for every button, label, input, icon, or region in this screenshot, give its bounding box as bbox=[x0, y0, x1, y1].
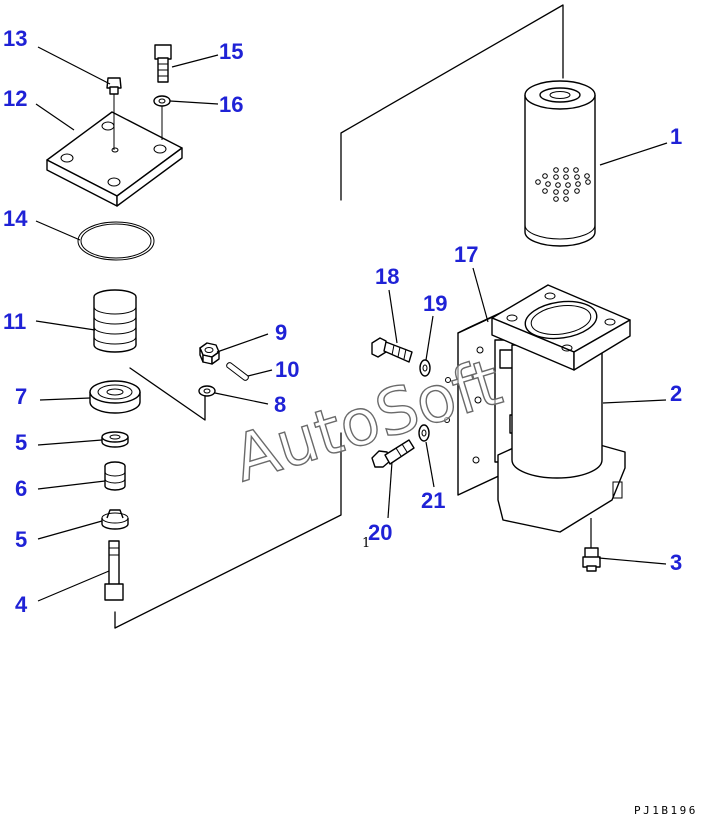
label-part-13: 13 bbox=[3, 26, 27, 51]
washer-8 bbox=[198, 385, 216, 397]
valve bbox=[89, 380, 141, 414]
bracket-bolt-upper bbox=[371, 337, 413, 363]
filter-element bbox=[524, 80, 596, 247]
bracket-washer-lower bbox=[418, 424, 430, 442]
drain-plug bbox=[582, 547, 601, 572]
label-part-6: 6 bbox=[15, 476, 27, 501]
cover-bolt bbox=[154, 44, 172, 83]
leader-lines bbox=[35, 46, 668, 602]
small-spring bbox=[104, 461, 126, 491]
cover-washer bbox=[153, 95, 171, 140]
cotter-pin bbox=[226, 362, 249, 381]
o-ring bbox=[77, 221, 155, 261]
label-part-1: 1 bbox=[670, 124, 682, 149]
spring bbox=[93, 289, 137, 353]
assembly-reference-lines bbox=[114, 4, 564, 629]
label-part-20: 20 bbox=[368, 520, 392, 545]
label-part-17: 17 bbox=[454, 242, 478, 267]
bracket-bolt-lower bbox=[371, 439, 415, 468]
part-labels: 13 15 12 16 1 14 17 18 19 11 9 10 2 7 8 … bbox=[3, 26, 682, 617]
label-part-12: 12 bbox=[3, 86, 27, 111]
drawing-code: PJ1B196 bbox=[634, 804, 698, 817]
vent-plug bbox=[106, 77, 122, 150]
label-part-2: 2 bbox=[670, 381, 682, 406]
label-part-11: 11 bbox=[3, 309, 26, 334]
label-part-16: 16 bbox=[219, 92, 243, 117]
label-part-8: 8 bbox=[274, 392, 286, 417]
label-part-19: 19 bbox=[423, 291, 447, 316]
label-part-15: 15 bbox=[219, 39, 243, 64]
label-part-18: 18 bbox=[375, 264, 399, 289]
stud-bolt bbox=[104, 540, 124, 601]
nut bbox=[199, 342, 220, 365]
label-part-7: 7 bbox=[15, 384, 27, 409]
label-part-5-upper: 5 bbox=[15, 430, 27, 455]
bracket-washer-upper bbox=[419, 359, 431, 377]
spring-seat-lower bbox=[101, 509, 129, 530]
label-part-21: 21 bbox=[421, 488, 445, 513]
label-part-5-lower: 5 bbox=[15, 527, 27, 552]
filter-cover bbox=[46, 111, 183, 207]
spring-seat-upper bbox=[101, 431, 129, 448]
label-part-3: 3 bbox=[670, 550, 682, 575]
label-part-14: 14 bbox=[3, 206, 28, 231]
label-part-10: 10 bbox=[275, 357, 299, 382]
filter-case bbox=[491, 284, 631, 533]
label-part-4: 4 bbox=[15, 592, 28, 617]
stray-mark: 1 bbox=[362, 536, 370, 551]
label-part-9: 9 bbox=[275, 320, 287, 345]
